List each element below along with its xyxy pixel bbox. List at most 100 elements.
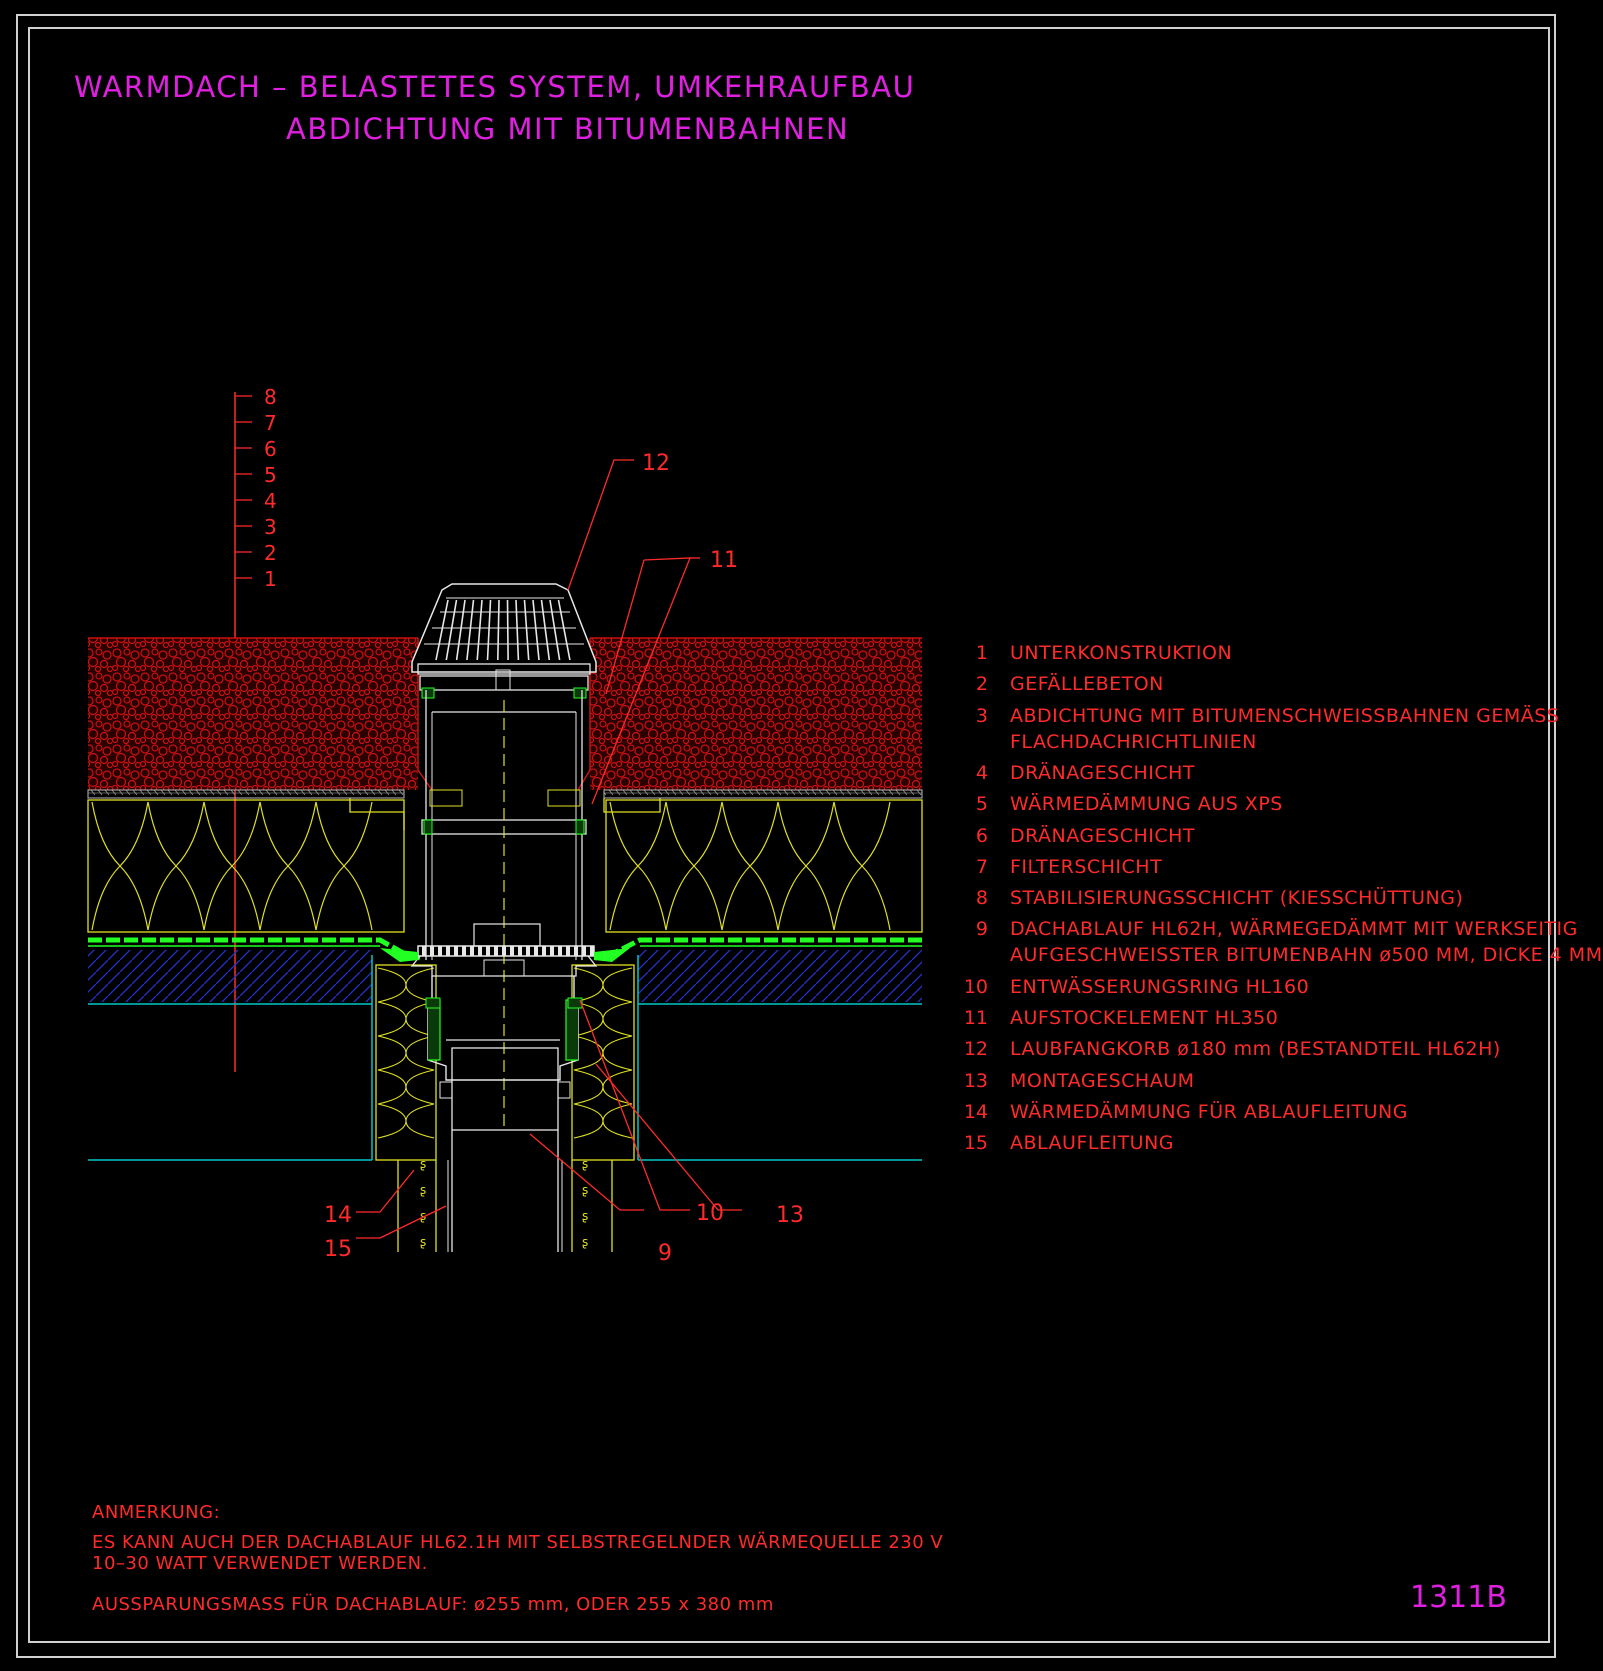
insulation-batt bbox=[203, 801, 261, 931]
legend-text: UNTERKONSTRUKTION bbox=[1010, 642, 1233, 664]
legend-text: WÄRMEDÄMMUNG AUS XPS bbox=[1010, 793, 1283, 816]
flange-tooth bbox=[478, 946, 482, 956]
flange-tooth bbox=[502, 946, 506, 956]
flange-tooth bbox=[470, 946, 474, 956]
pipe-insulation-batt bbox=[573, 967, 633, 1003]
callout-labels: 12 11 10 13 9 14 15 bbox=[324, 451, 804, 1266]
leaf-guard-rib bbox=[445, 599, 458, 661]
flange-tooth bbox=[454, 946, 458, 956]
leaf-guard-rib bbox=[497, 599, 500, 661]
leaf-guard-rib bbox=[557, 599, 571, 661]
leader-lines bbox=[356, 459, 742, 1239]
legend-text: AUFSTOCKELEMENT HL350 bbox=[1010, 1007, 1279, 1029]
slope-concrete bbox=[88, 950, 922, 1161]
insulation-batt bbox=[777, 801, 835, 931]
pipe-insulation: ʂ ʂ ʂ ʂ ʂ ʂ ʂ ʂ bbox=[375, 964, 635, 1252]
legend-text: WÄRMEDÄMMUNG FÜR ABLAUFLEITUNG bbox=[1010, 1100, 1408, 1123]
flange-tooth bbox=[550, 946, 554, 956]
scale-label: 2 bbox=[264, 541, 277, 565]
svg-text:ʂ: ʂ bbox=[582, 1209, 588, 1223]
flange-tooth bbox=[486, 946, 490, 956]
svg-text:ʂ: ʂ bbox=[420, 1209, 426, 1223]
scale-label: 6 bbox=[264, 437, 277, 461]
flange-tooth bbox=[558, 946, 562, 956]
legend-number: 5 bbox=[975, 793, 988, 816]
pipe-insulation-batt bbox=[377, 1069, 435, 1105]
outer-frame bbox=[16, 14, 1556, 1658]
leaf-guard-rib bbox=[549, 599, 561, 661]
title-line-1: WARMDACH – BELASTETES SYSTEM, UMKEHRAUFB… bbox=[74, 70, 916, 104]
pipe-insulation-batt bbox=[377, 967, 435, 1003]
pipe-insulation-batt bbox=[573, 1069, 633, 1105]
inner-frame bbox=[28, 27, 1550, 1643]
legend-text: FILTERSCHICHT bbox=[1010, 855, 1163, 878]
scale-label: 4 bbox=[264, 489, 277, 513]
insulation-batt bbox=[147, 801, 205, 931]
flange-tooth bbox=[494, 946, 498, 956]
leaf-guard-rib bbox=[523, 599, 530, 661]
leaf-guard-rib bbox=[515, 599, 520, 661]
flange-tooth bbox=[510, 946, 514, 956]
flange-tooth bbox=[422, 946, 426, 956]
leaf-guard-rib bbox=[532, 599, 540, 661]
callout-15: 15 bbox=[324, 1237, 352, 1262]
insulation-batt bbox=[833, 801, 891, 931]
svg-text:ʂ: ʂ bbox=[582, 1157, 588, 1171]
legend-number: 14 bbox=[963, 1100, 988, 1123]
flange-tooth bbox=[582, 946, 586, 956]
scale-label: 7 bbox=[264, 411, 277, 435]
legend-number: 6 bbox=[975, 824, 988, 847]
pipe-insulation-batt bbox=[377, 1001, 435, 1037]
legend-number: 7 bbox=[975, 855, 988, 878]
flange-tooth bbox=[526, 946, 530, 956]
legend-text: ENTWÄSSERUNGSRING HL160 bbox=[1010, 975, 1310, 998]
flange-tooth bbox=[430, 946, 434, 956]
insulation-batt bbox=[315, 801, 373, 931]
leaf-guard-rib bbox=[476, 599, 483, 661]
pipe-insulation-batt bbox=[573, 1103, 633, 1139]
drawing-number: 1311B bbox=[1410, 1580, 1507, 1615]
flange-tooth bbox=[462, 946, 466, 956]
insulation-batt bbox=[721, 801, 779, 931]
gravel-layer bbox=[88, 637, 922, 791]
legend-text: ABLAUFLEITUNG bbox=[1010, 1132, 1175, 1155]
title-line-2: ABDICHTUNG MIT BITUMENBAHNEN bbox=[286, 112, 850, 146]
legend-number: 2 bbox=[975, 673, 988, 696]
scale-label: 8 bbox=[264, 385, 277, 409]
legend-number: 1 bbox=[975, 642, 988, 664]
legend-number: 11 bbox=[963, 1007, 988, 1029]
note-line-2: 10–30 WATT VERWENDET WERDEN. bbox=[92, 1553, 428, 1574]
flange-tooth bbox=[518, 946, 522, 956]
flange-tooth bbox=[446, 946, 450, 956]
flange-tooth bbox=[534, 946, 538, 956]
note-heading: ANMERKUNG: bbox=[92, 1502, 221, 1523]
callout-11: 11 bbox=[710, 548, 738, 573]
flange-tooth bbox=[590, 946, 594, 956]
note-line-3: AUSSPARUNGSMASS FÜR DACHABLAUF: ø255 mm,… bbox=[92, 1594, 774, 1615]
pipe-insulation-batt bbox=[573, 1035, 633, 1071]
legend-number: 8 bbox=[975, 887, 988, 910]
legend-number: 15 bbox=[963, 1132, 988, 1155]
legend-text-continued: AUFGESCHWEISSTER BITUMENBAHN ø500 MM, DI… bbox=[1010, 944, 1603, 967]
legend-number: 4 bbox=[975, 761, 988, 784]
legend-text: MONTAGESCHAUM bbox=[1010, 1069, 1195, 1092]
scale-label: 5 bbox=[264, 463, 277, 487]
leaf-guard-rib bbox=[506, 599, 509, 661]
pipe-insulation-batt bbox=[377, 1103, 435, 1139]
legend-text: GEFÄLLEBETON bbox=[1010, 673, 1164, 696]
flange-tooth bbox=[566, 946, 570, 956]
flange-tooth bbox=[574, 946, 578, 956]
callout-14: 14 bbox=[324, 1203, 352, 1228]
callout-12: 12 bbox=[642, 451, 670, 476]
legend-text-continued: FLACHDACHRICHTLINIEN bbox=[1010, 730, 1257, 753]
insulation-batt bbox=[259, 801, 317, 931]
insulation-batt bbox=[91, 801, 149, 931]
flange-tooth bbox=[542, 946, 546, 956]
legend-text: DRÄNAGESCHICHT bbox=[1010, 824, 1196, 847]
svg-text:ʂ: ʂ bbox=[582, 1183, 588, 1197]
scale-label: 1 bbox=[264, 567, 277, 591]
leaf-guard-rib bbox=[435, 599, 449, 661]
legend-text: STABILISIERUNGSSCHICHT (KIESSCHÜTTUNG) bbox=[1010, 887, 1464, 910]
xps-insulation bbox=[87, 799, 923, 933]
